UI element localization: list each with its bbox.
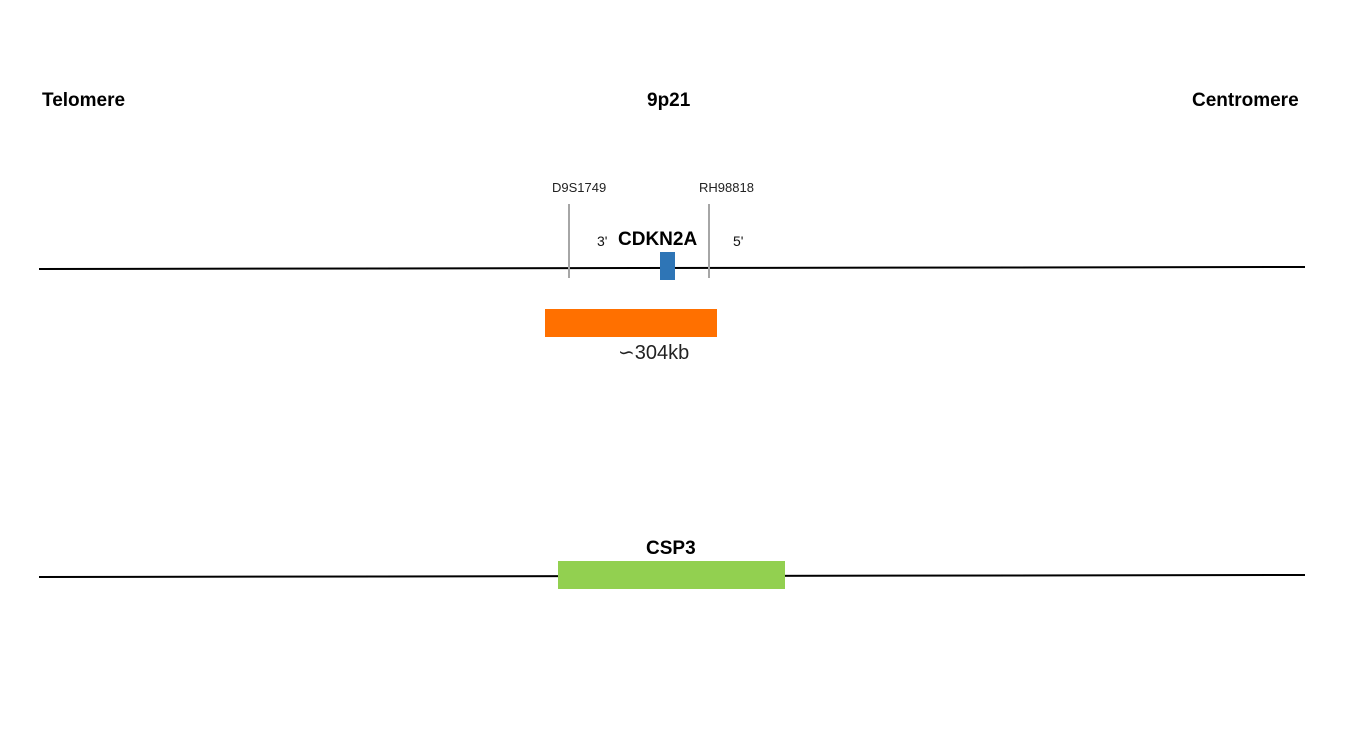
strand-3prime-label: 3' bbox=[597, 233, 608, 249]
gene-label-cdkn2a: CDKN2A bbox=[618, 229, 698, 250]
region-label: 9p21 bbox=[647, 90, 691, 111]
marker-label-rh98818: RH98818 bbox=[699, 180, 754, 195]
telomere-label: Telomere bbox=[42, 90, 126, 111]
strand-5prime-label: 5' bbox=[733, 233, 744, 249]
marker-label-d9s1749: D9S1749 bbox=[552, 180, 607, 195]
probe-label-csp3: CSP3 bbox=[646, 538, 696, 559]
deletion-bar bbox=[545, 309, 717, 337]
cdkn2a-gene-block bbox=[660, 252, 675, 280]
deletion-size-label: ∽304kb bbox=[618, 342, 690, 364]
centromere-label: Centromere bbox=[1192, 90, 1299, 111]
csp3-probe-bar bbox=[558, 561, 785, 589]
